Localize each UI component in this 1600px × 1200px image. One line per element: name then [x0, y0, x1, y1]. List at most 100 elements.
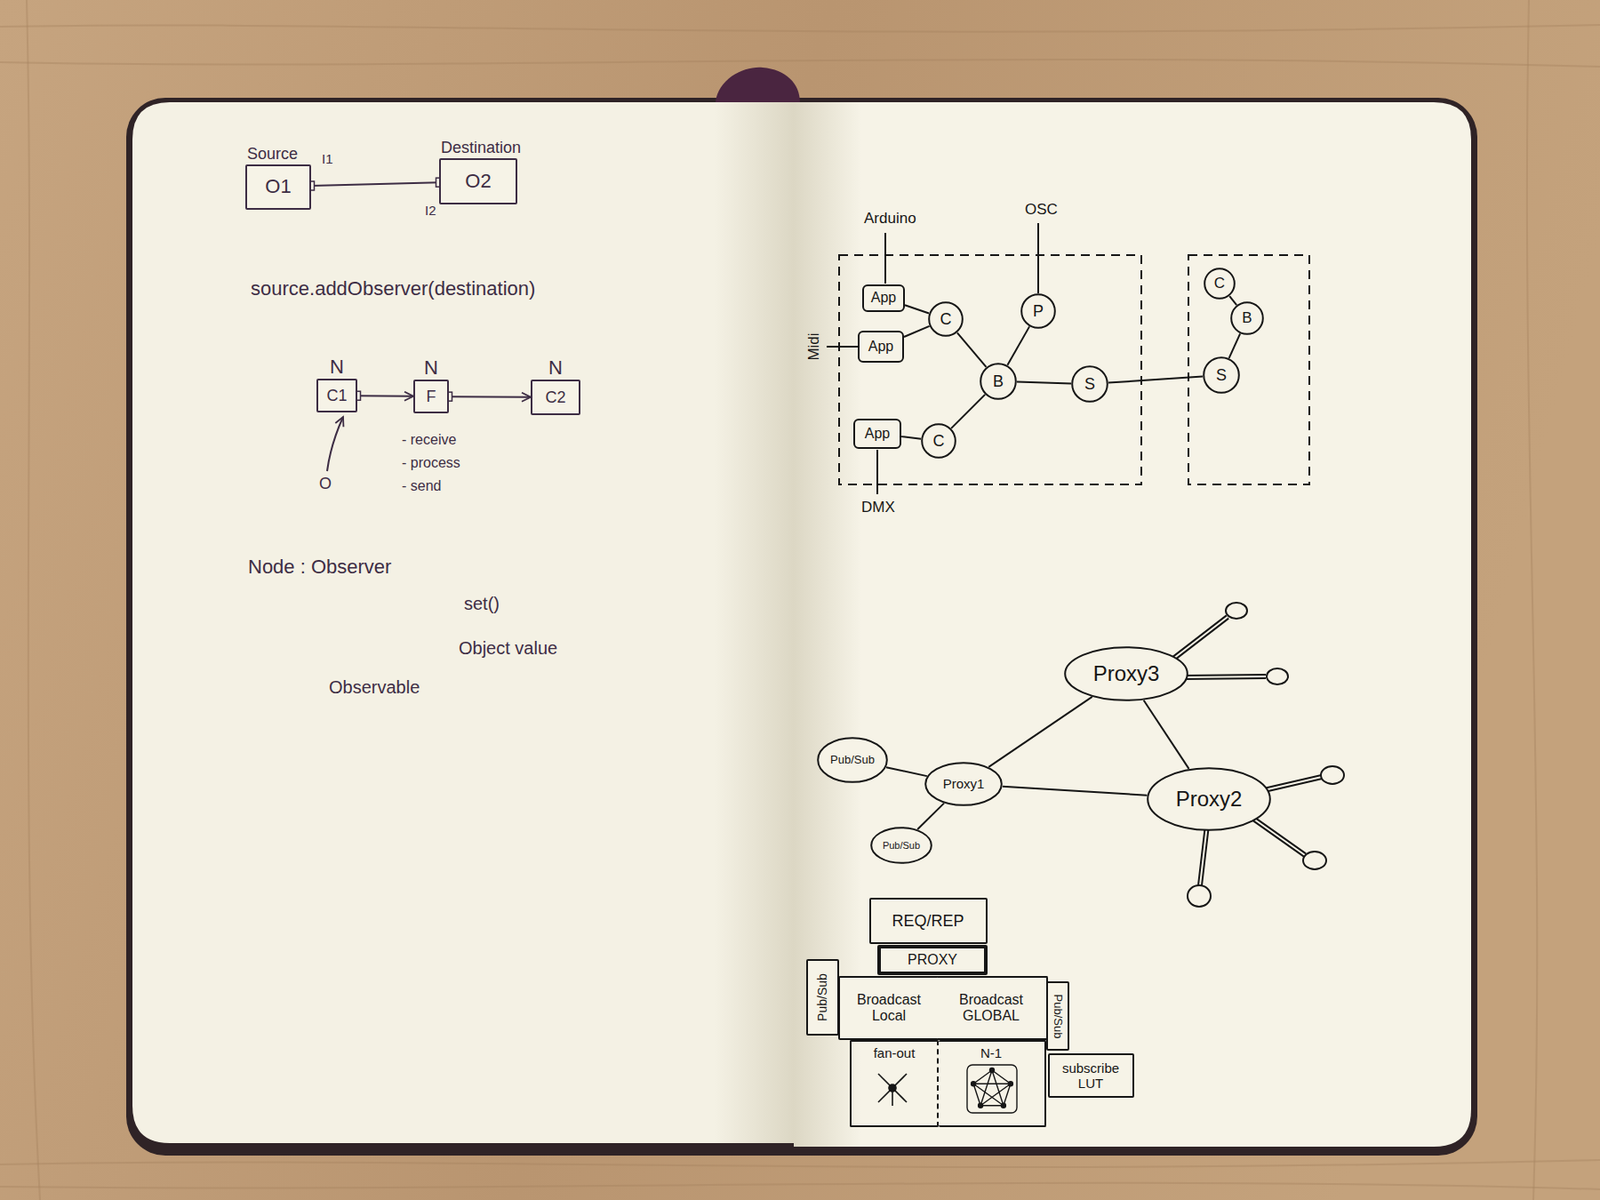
component-box: NC1 — [316, 378, 358, 413]
server-circle: S — [1071, 365, 1109, 403]
connector — [1229, 296, 1237, 305]
ellipse-outline — [1231, 302, 1264, 335]
proxy-circle: P — [1020, 293, 1056, 329]
dashed-region — [839, 255, 1142, 485]
leader-lines — [826, 223, 1039, 495]
ellipse-outline — [1021, 294, 1056, 328]
wood-grain — [0, 59, 1600, 67]
pubsub-ellipse: Pub/Sub — [816, 736, 888, 784]
node-label: Pub/Sub — [882, 840, 920, 852]
wood-grain — [0, 1160, 1600, 1168]
node-label: App — [864, 425, 890, 442]
destination-box: DestinationO2 — [439, 158, 518, 205]
node-label: fan-out — [873, 1045, 916, 1061]
app-box: App — [853, 418, 902, 449]
protocol-label: DMX — [861, 498, 896, 517]
input-arrow — [327, 416, 344, 472]
connector — [1144, 700, 1190, 769]
node-label: PROXY — [907, 952, 958, 968]
node-label: C — [933, 432, 945, 451]
filter-box: NF — [413, 379, 449, 414]
wood-grain — [0, 24, 1600, 32]
client-circle: C — [928, 301, 964, 337]
node-label: Proxy3 — [1093, 661, 1160, 687]
wood-grain — [0, 1183, 1600, 1190]
icon-dot — [1000, 1103, 1006, 1108]
node-label: B — [992, 372, 1004, 392]
node-label: Broadcast Local — [845, 992, 933, 1025]
broker-circle: B — [979, 362, 1017, 400]
ellipse-outline — [921, 424, 956, 458]
connector-line — [951, 394, 985, 429]
client-blob — [1266, 668, 1288, 685]
broker-circle: B — [1230, 301, 1264, 336]
connector — [988, 696, 1092, 768]
node-label: O2 — [464, 169, 491, 192]
node-heading: N — [548, 356, 563, 379]
connector — [957, 332, 987, 368]
proxy-spokes — [1173, 602, 1344, 907]
fan-out-icon — [878, 1073, 907, 1106]
node-label: App — [871, 289, 896, 306]
leader-line — [826, 345, 858, 348]
port-label: I2 — [424, 202, 437, 218]
code-note: source.addObserver(destination) — [250, 277, 536, 300]
client-blob — [1187, 885, 1211, 907]
pubsub-band: Pub/Sub — [1046, 981, 1070, 1051]
pubsub-band: Pub/Sub — [806, 959, 840, 1036]
step-note: - send — [401, 478, 441, 495]
icon-stroke — [973, 1070, 1011, 1106]
connector — [354, 391, 415, 400]
leader-line — [1037, 223, 1040, 294]
node-label: S — [1084, 375, 1096, 394]
stack-cell: Broadcast GLOBAL — [936, 976, 1048, 1040]
app-box: App — [857, 330, 904, 363]
node-label: Pub/Sub — [815, 973, 830, 1022]
node-label: Proxy2 — [1176, 786, 1243, 812]
client-circle: C — [920, 423, 957, 459]
wood-grain — [26, 0, 40, 1200]
icon-stroke — [973, 1070, 1011, 1106]
node-label: C — [1214, 274, 1225, 293]
connector-line — [1007, 326, 1030, 365]
connector-line — [357, 394, 414, 398]
ellipse-outline — [1204, 268, 1235, 299]
node-label: REQ/REP — [891, 912, 964, 931]
field-note: Object value — [458, 638, 558, 659]
connector-line — [1229, 333, 1240, 359]
wood-grain — [1527, 0, 1537, 1200]
connector-line — [311, 182, 440, 186]
node-label: C1 — [326, 386, 347, 406]
proxy-ellipse: Proxy2 — [1146, 767, 1272, 832]
node-label: Pub/Sub — [830, 753, 875, 768]
node-heading: Destination — [440, 138, 521, 158]
ellipse-outline — [871, 827, 932, 864]
node-label: Proxy1 — [943, 776, 985, 792]
ellipse-outline — [1147, 768, 1271, 831]
connector — [1007, 326, 1030, 365]
connector-line — [904, 304, 929, 313]
connector — [308, 177, 443, 191]
ellipse-outline — [1064, 647, 1188, 701]
node-label: Broadcast GLOBAL — [942, 992, 1041, 1025]
connector-line — [957, 332, 987, 368]
connector-line — [904, 326, 930, 337]
node-label: C2 — [544, 388, 566, 408]
source-box: SourceO1 — [245, 164, 312, 210]
step-note: - receive — [401, 432, 456, 448]
connector-line — [988, 696, 1092, 768]
connector — [901, 436, 921, 440]
connector-line — [448, 395, 531, 399]
notebook-cover — [126, 97, 1478, 1156]
connector — [446, 392, 532, 401]
node-heading: N — [329, 355, 344, 378]
connector — [904, 326, 930, 337]
node-label: App — [868, 338, 894, 355]
component-box: NC2 — [530, 379, 581, 416]
stack-layer: REQ/REP — [869, 897, 988, 944]
